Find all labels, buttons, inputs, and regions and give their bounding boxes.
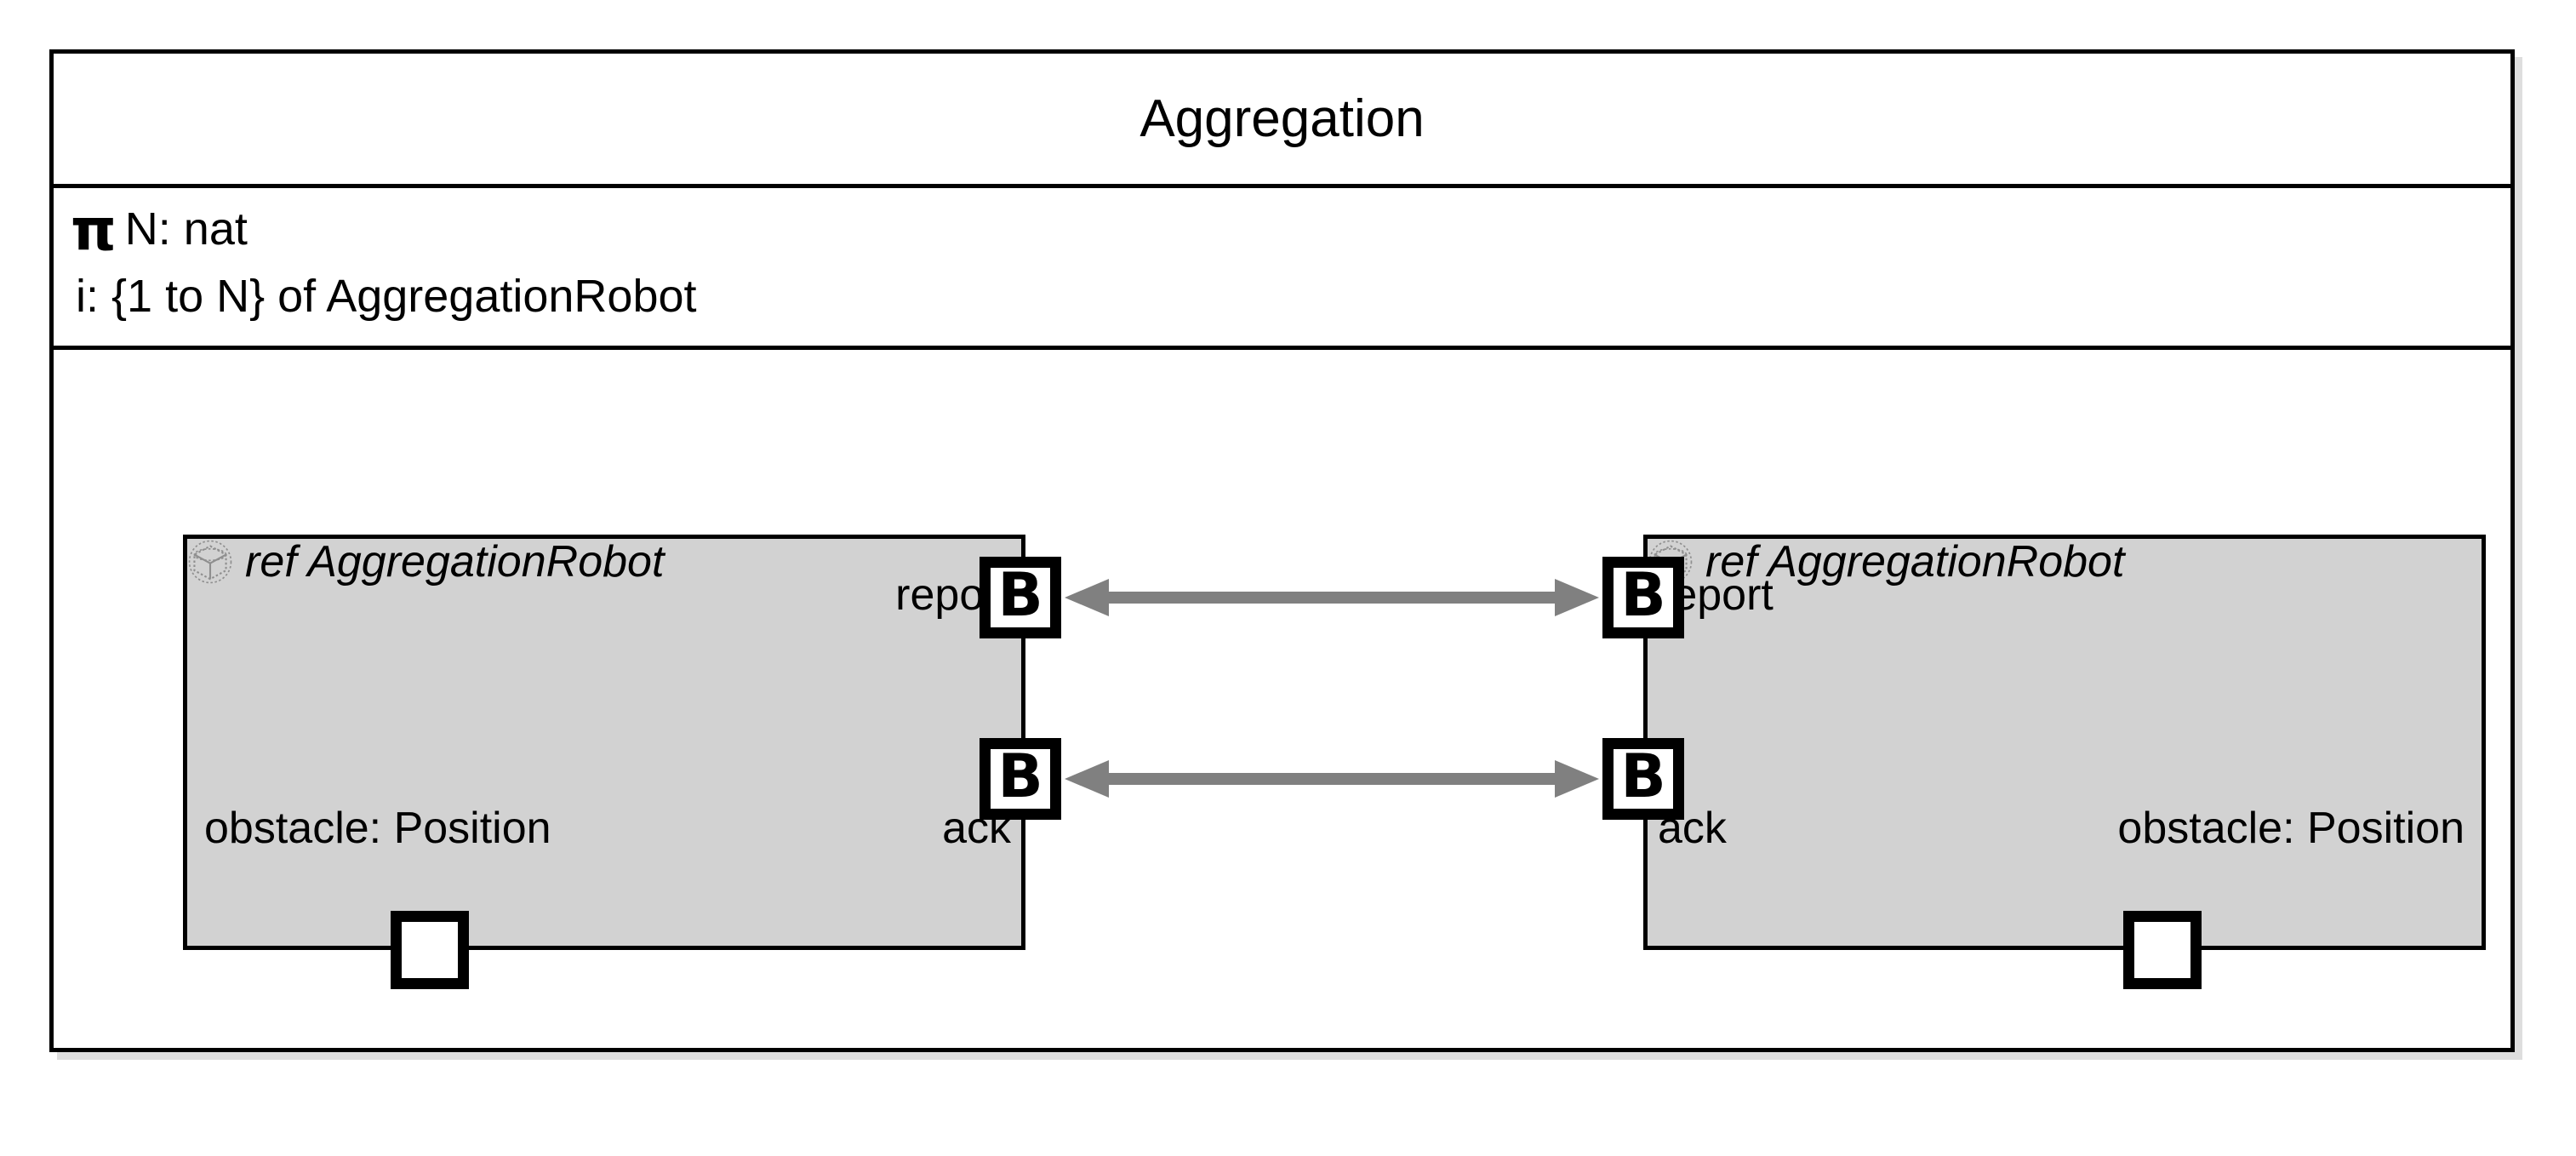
part-property-obstacle: obstacle: Position xyxy=(204,804,551,853)
part-ref-label: ref AggregationRobot xyxy=(245,537,665,587)
proxy-port-glyph: B xyxy=(1620,560,1666,630)
parameter-label: N: nat xyxy=(124,203,248,255)
block-title: Aggregation xyxy=(1139,89,1425,148)
parameter-row: i: {1 to N} of AggregationRobot xyxy=(71,273,2510,341)
proxy-port-left-report[interactable]: B xyxy=(980,557,1061,638)
parameter-label: i: {1 to N} of AggregationRobot xyxy=(76,271,697,322)
pi-icon: π xyxy=(71,197,117,264)
proxy-port-glyph: B xyxy=(997,560,1043,630)
flow-port-right[interactable] xyxy=(2123,911,2202,989)
proxy-port-left-ack[interactable]: B xyxy=(980,738,1061,820)
proxy-port-glyph: B xyxy=(1620,741,1666,811)
block-cube-icon xyxy=(188,540,232,584)
proxy-port-right-report[interactable]: B xyxy=(1602,557,1684,638)
part-aggregation-robot-left[interactable]: report ref AggregationRobot ack obstacle… xyxy=(183,535,1025,950)
block-name-compartment: Aggregation xyxy=(54,54,2510,188)
block-parameters-compartment: π N: nat i: {1 to N} of AggregationRobot xyxy=(54,188,2510,350)
part-property-obstacle: obstacle: Position xyxy=(2117,804,2465,853)
part-ref-label: ref AggregationRobot xyxy=(1705,537,2125,587)
report-connector[interactable] xyxy=(1061,572,1602,623)
proxy-port-right-ack[interactable]: B xyxy=(1602,738,1684,820)
ack-connector[interactable] xyxy=(1061,753,1602,804)
part-ref-row: ref AggregationRobot xyxy=(187,539,1021,585)
parameter-row: π N: nat xyxy=(71,197,2510,273)
proxy-port-glyph: B xyxy=(997,741,1043,811)
flow-port-left[interactable] xyxy=(391,911,469,989)
block-definition-frame: Aggregation π N: nat i: {1 to N} of Aggr… xyxy=(49,49,2515,1052)
part-ref-row: ref AggregationRobot xyxy=(1648,539,2482,585)
internal-structure-compartment: report ref AggregationRobot ack obstacle… xyxy=(54,350,2510,1048)
part-aggregation-robot-right[interactable]: report ref AggregationRobot ack obstacle… xyxy=(1643,535,2486,950)
